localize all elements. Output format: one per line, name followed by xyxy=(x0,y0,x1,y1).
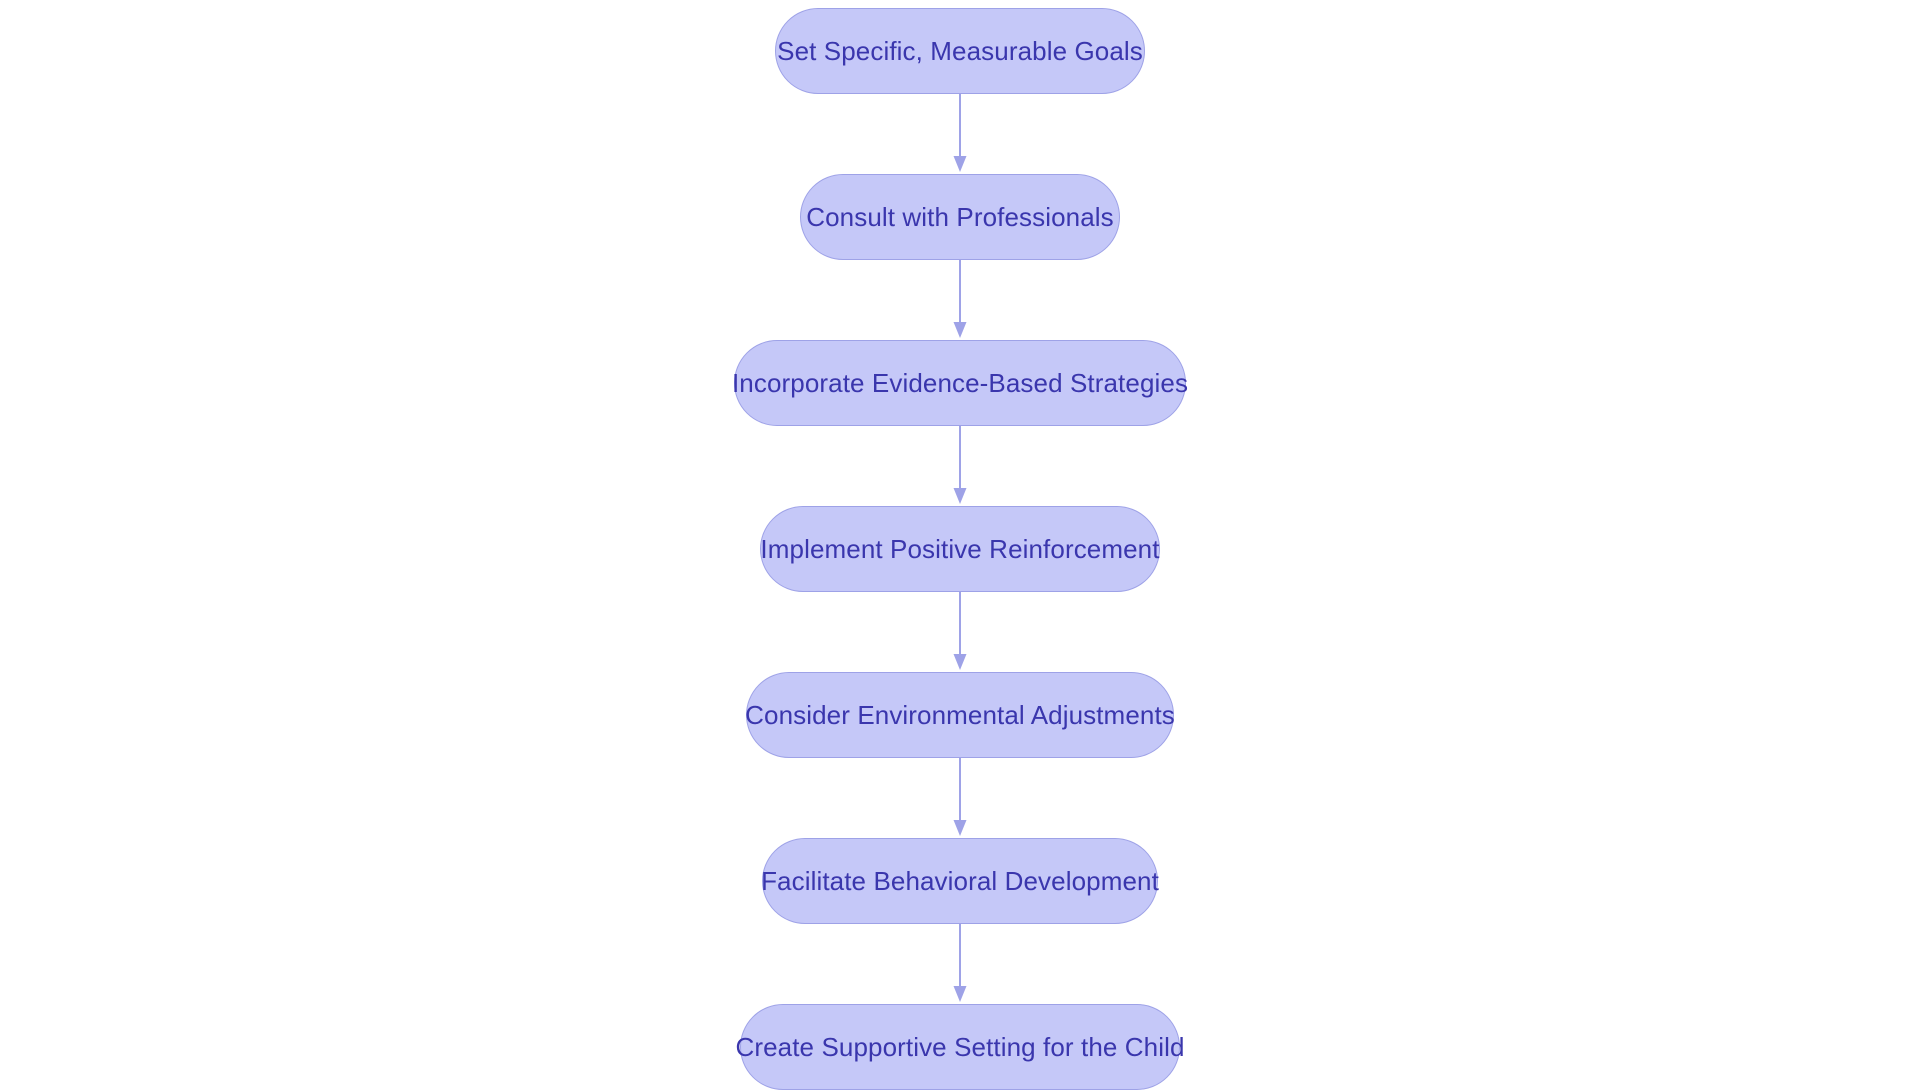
arrow-down-icon xyxy=(953,488,967,504)
flow-node-create-supportive-setting-for-the-child[interactable]: Create Supportive Setting for the Child xyxy=(735,1004,1184,1090)
arrow-down-icon xyxy=(953,322,967,338)
flow-edge-n3-n4 xyxy=(953,426,967,506)
flow-node-set-specific-measurable-goals[interactable]: Set Specific, Measurable Goals xyxy=(775,8,1145,94)
flow-edge-n6-n7 xyxy=(953,924,967,1004)
flow-edge-n4-n5 xyxy=(953,592,967,672)
flow-node-label: Facilitate Behavioral Development xyxy=(761,866,1159,896)
flow-node-implement-positive-reinforcement[interactable]: Implement Positive Reinforcement xyxy=(760,506,1160,592)
flow-edge-n5-n6 xyxy=(953,758,967,838)
flow-node-label: Implement Positive Reinforcement xyxy=(760,534,1160,564)
flow-node-label: Consider Environmental Adjustments xyxy=(745,700,1175,730)
flow-node-label: Consult with Professionals xyxy=(806,202,1114,232)
arrow-down-icon xyxy=(953,986,967,1002)
flow-node-consult-with-professionals[interactable]: Consult with Professionals xyxy=(800,174,1120,260)
flow-node-facilitate-behavioral-development[interactable]: Facilitate Behavioral Development xyxy=(761,838,1159,924)
flow-edge-n2-n3 xyxy=(953,260,967,340)
arrow-down-icon xyxy=(953,156,967,172)
flow-edge-n1-n2 xyxy=(953,94,967,174)
flow-node-label: Incorporate Evidence-Based Strategies xyxy=(731,368,1189,398)
arrow-down-icon xyxy=(953,820,967,836)
flow-node-label: Set Specific, Measurable Goals xyxy=(777,36,1143,66)
arrow-down-icon xyxy=(953,654,967,670)
flow-node-consider-environmental-adjustments[interactable]: Consider Environmental Adjustments xyxy=(745,672,1175,758)
flow-node-incorporate-evidence-based-strategies[interactable]: Incorporate Evidence-Based Strategies xyxy=(731,340,1189,426)
flow-node-label: Create Supportive Setting for the Child xyxy=(735,1032,1185,1062)
